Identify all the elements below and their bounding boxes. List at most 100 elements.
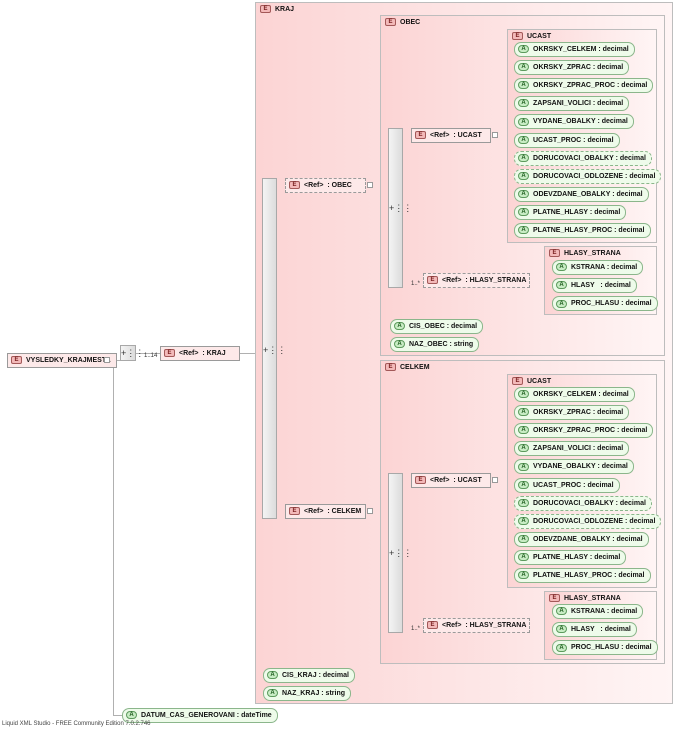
attribute-label: KSTRANA : decimal bbox=[571, 608, 638, 615]
attribute-node[interactable]: A OKRSKY_CELKEM : decimal bbox=[514, 387, 635, 402]
sequence-icon: +⋮⋮ bbox=[389, 548, 413, 558]
hlasy-title-text: HLASY_STRANA bbox=[564, 249, 621, 257]
ucast-title-text: UCAST bbox=[527, 377, 552, 385]
connector bbox=[136, 353, 160, 354]
obec-hlasy-ref-node[interactable]: E<Ref> : HLASY_STRANA bbox=[423, 273, 530, 288]
expand-collapse-icon[interactable] bbox=[492, 132, 498, 138]
attribute-label: OKRSKY_ZPRAC : decimal bbox=[533, 409, 624, 417]
attribute-badge: A bbox=[556, 625, 567, 634]
attribute-badge: A bbox=[394, 339, 405, 348]
celkem-hlasy-ref-node[interactable]: E<Ref> : HLASY_STRANA bbox=[423, 618, 530, 633]
element-badge: E bbox=[549, 249, 560, 257]
celkem-sequence-compositor[interactable]: +⋮⋮ bbox=[388, 473, 413, 633]
root-sequence-compositor[interactable]: +⋮⋮ bbox=[120, 345, 145, 361]
attribute-badge: A bbox=[518, 117, 529, 126]
attribute-badge: A bbox=[518, 553, 529, 562]
kraj-multiplicity: 1..14 bbox=[144, 353, 158, 359]
element-badge: E bbox=[289, 181, 300, 190]
kraj-ref-node[interactable]: E<Ref> : KRAJ bbox=[160, 346, 240, 361]
attribute-badge: A bbox=[556, 263, 567, 272]
attribute-badge: A bbox=[518, 498, 529, 507]
attribute-badge: A bbox=[518, 571, 529, 580]
attribute-label: PLATNE_HLASY_PROC : decimal bbox=[533, 227, 645, 234]
ref-label: <Ref> bbox=[304, 508, 324, 515]
ucast-ref-name: : UCAST bbox=[453, 132, 482, 139]
connector bbox=[113, 360, 114, 715]
attribute-label: HLASY : decimal bbox=[571, 282, 631, 290]
kraj-ref-name: : KRAJ bbox=[202, 350, 226, 357]
obec-sequence-compositor[interactable]: +⋮⋮ bbox=[388, 128, 413, 288]
sequence-icon: +⋮⋮ bbox=[389, 203, 413, 213]
attribute-badge: A bbox=[518, 516, 529, 525]
element-badge: E bbox=[415, 131, 426, 140]
attribute-node[interactable]: A KSTRANA : decimal bbox=[552, 260, 644, 275]
obec-ucast-ref-node[interactable]: E<Ref> : UCAST bbox=[411, 128, 491, 143]
attribute-badge: A bbox=[518, 534, 529, 543]
attribute-node[interactable]: A ZAPSANI_VOLICI : decimal bbox=[514, 441, 630, 457]
hlasy-ref-name: : HLASY_STRANA bbox=[465, 622, 527, 629]
attribute-badge: A bbox=[556, 643, 567, 652]
attribute-node[interactable]: A OKRSKY_ZPRAC : decimal bbox=[514, 405, 630, 421]
root-element-name: VYSLEDKY_KRAJMESTA bbox=[26, 357, 111, 364]
element-badge: E bbox=[164, 349, 175, 358]
expand-collapse-icon[interactable] bbox=[367, 182, 373, 188]
ref-label: <Ref> bbox=[442, 277, 462, 284]
attribute-label: ZAPSANI_VOLICI : decimal bbox=[533, 445, 624, 453]
attribute-badge: A bbox=[518, 189, 529, 198]
attribute-badge: A bbox=[518, 408, 529, 417]
attribute-label: ZAPSANI_VOLICI : decimal bbox=[533, 100, 624, 108]
attribute-label: DORUCOVACI_OBALKY : decimal bbox=[533, 154, 646, 162]
obec-ref-node[interactable]: E<Ref> : OBEC bbox=[285, 178, 366, 193]
celkem-ucast-ref-node[interactable]: E<Ref> : UCAST bbox=[411, 473, 491, 488]
expand-collapse-icon[interactable] bbox=[104, 357, 110, 363]
element-badge: E bbox=[289, 507, 300, 516]
attribute-label: NAZ_KRAJ : string bbox=[282, 689, 346, 697]
attribute-label: OKRSKY_CELKEM : decimal bbox=[533, 391, 629, 398]
expand-collapse-icon[interactable] bbox=[492, 477, 498, 483]
attribute-label: UCAST_PROC : decimal bbox=[533, 481, 614, 489]
attribute-badge: A bbox=[394, 322, 405, 331]
celkem-ref-node[interactable]: E<Ref> : CELKEM bbox=[285, 504, 366, 519]
element-badge: E bbox=[427, 621, 438, 630]
expand-collapse-icon[interactable] bbox=[367, 508, 373, 514]
attribute-badge: A bbox=[518, 390, 529, 399]
attribute-badge: A bbox=[518, 444, 529, 453]
celkem-title-text: CELKEM bbox=[400, 363, 430, 371]
attribute-label: KSTRANA : decimal bbox=[571, 264, 638, 271]
kraj-sequence-compositor[interactable]: +⋮⋮ bbox=[262, 178, 286, 519]
sequence-icon: +⋮⋮ bbox=[121, 348, 145, 358]
